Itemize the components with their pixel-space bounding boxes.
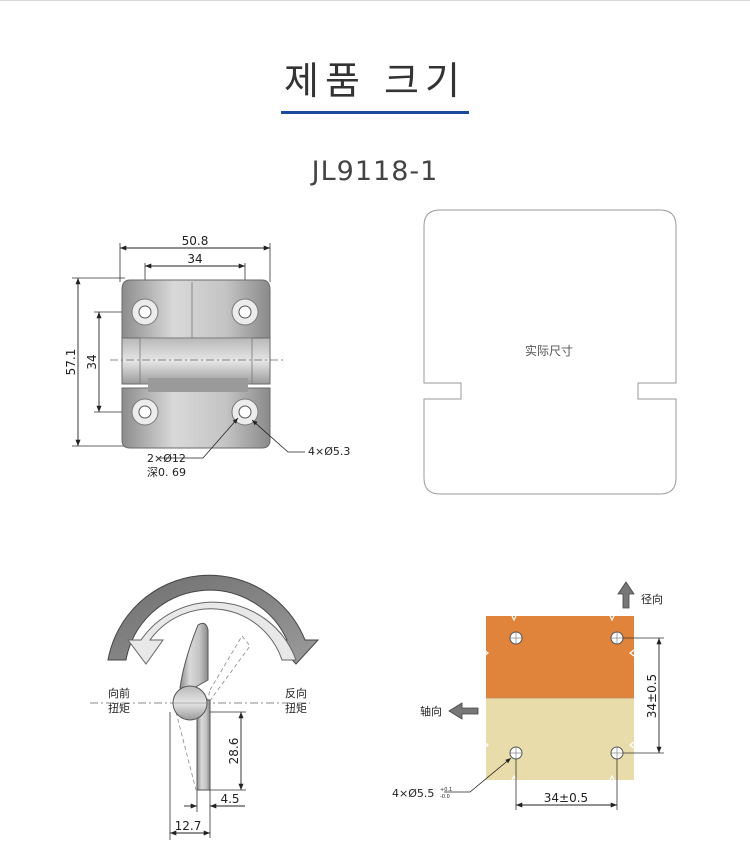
actual-size-label: 实际尺寸 — [525, 343, 573, 358]
hole-note: 4×Ø5.3 — [308, 445, 350, 458]
width-total-label: 50.8 — [182, 234, 209, 248]
axial-arrow-icon — [448, 702, 479, 720]
lower-plate — [486, 698, 634, 780]
hole-tolerance-lower: -0.0 — [440, 794, 450, 800]
hinge-side-view — [172, 622, 211, 791]
forward-torque-label-2: 扭矩 — [108, 701, 130, 715]
mounting-hole-note: 4×Ø5.5 — [392, 787, 434, 800]
model-number: JL9118-1 — [311, 156, 439, 187]
title-underline — [281, 111, 469, 114]
countersunk-hole — [231, 398, 259, 426]
reverse-torque-label: 反向 — [285, 686, 307, 700]
hinge-dimension-drawing: 50.8 34 57.1 34 — [64, 234, 350, 479]
countersunk-hole — [231, 298, 259, 326]
reverse-torque-arrow — [127, 601, 297, 665]
hinge-top-view — [110, 279, 285, 449]
thickness-dim-label: 4.5 — [220, 792, 239, 806]
height-dim-label: 28.6 — [227, 738, 241, 765]
page-title: 제품 크기 — [284, 59, 466, 103]
horizontal-spacing-label: 34±0.5 — [544, 791, 588, 805]
top-divider — [0, 0, 750, 1]
torque-diagram: 向前 扭矩 反向 扭矩 28.6 4.5 12.7 — [90, 574, 320, 840]
height-total-label: 57.1 — [64, 349, 78, 376]
hole-spacing-v-label: 34 — [85, 354, 99, 369]
countersunk-hole — [131, 298, 159, 326]
reverse-torque-label-2: 扭矩 — [285, 701, 307, 715]
counterbore-depth-note: 深0. 69 — [147, 466, 186, 479]
actual-size-outline: 实际尺寸 — [423, 209, 677, 495]
radial-arrow-icon — [617, 581, 635, 609]
hole-spacing-h-label: 34 — [187, 252, 202, 266]
hole-tolerance-upper: +0.1 — [440, 787, 452, 793]
base-dim-label: 12.7 — [175, 819, 202, 833]
forward-torque-arrow — [107, 574, 320, 665]
counterbore-note: 2×Ø12 — [147, 452, 186, 465]
vertical-spacing-label: 34±0.5 — [645, 674, 659, 718]
upper-plate — [486, 616, 634, 698]
axial-label: 轴向 — [420, 704, 442, 718]
mounting-diagram: 径向 轴向 34±0.5 34±0.5 4×Ø5.5 +0.1 -0.0 — [392, 581, 664, 810]
countersunk-hole — [131, 398, 159, 426]
radial-label: 径向 — [641, 592, 663, 606]
forward-torque-label: 向前 — [108, 686, 130, 700]
